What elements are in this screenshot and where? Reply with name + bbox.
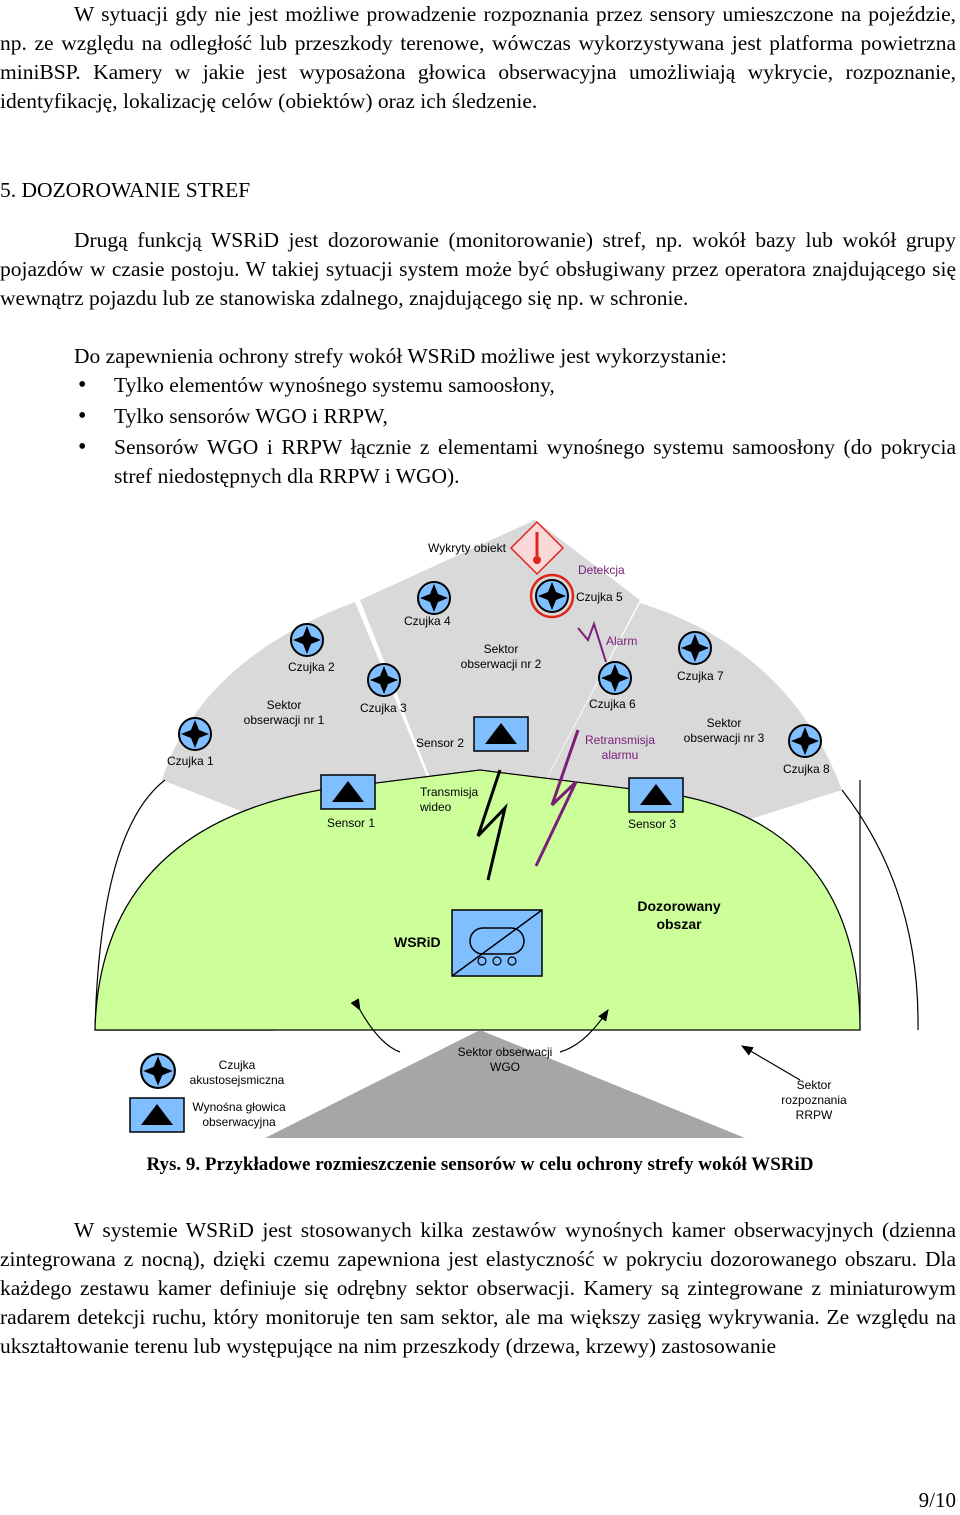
- vehicle-icon: [451, 909, 543, 977]
- czujka-2-icon: [290, 623, 324, 657]
- paragraph-minibsp: W sytuacji gdy nie jest możliwe prowadze…: [0, 2, 956, 113]
- detection-ring: [529, 573, 575, 619]
- video-transmission-bolt: [476, 769, 508, 881]
- label-sektor-1a: Sektor: [267, 698, 302, 712]
- label-wgo-1: Sektor obserwacji: [458, 1045, 553, 1059]
- section-heading: 5. DOZOROWANIE STREF: [0, 178, 251, 202]
- page-number: 9/10: [918, 1488, 956, 1512]
- czujka-5-icon: [535, 579, 569, 613]
- label-czujka-8: Czujka 8: [783, 762, 830, 776]
- label-retransmisja-2: alarmu: [602, 748, 639, 762]
- czujka-6-icon: [598, 661, 632, 695]
- label-sensor-2: Sensor 2: [416, 736, 464, 750]
- legend-czujka-label-1: Czujka: [219, 1058, 256, 1072]
- label-transmisja-2: wideo: [419, 800, 452, 814]
- label-czujka-7: Czujka 7: [677, 669, 724, 683]
- label-detekcja: Detekcja: [578, 563, 625, 577]
- legend-czujka-label-2: akustosejsmiczna: [190, 1073, 285, 1087]
- paragraph-ochrona: Do zapewnienia ochrony strefy wokół WSRi…: [74, 344, 727, 368]
- sensor-1-icon: [320, 774, 376, 810]
- label-alarm: Alarm: [606, 634, 637, 648]
- alarm-retransmission-bolt: [534, 729, 580, 867]
- label-wgo-2: WGO: [490, 1060, 520, 1074]
- label-rrpw-1: Sektor: [797, 1078, 832, 1092]
- list-item: Sensorów WGO i RRPW łącznie z elementami…: [0, 433, 956, 491]
- label-sensor-1: Sensor 1: [327, 816, 375, 830]
- paragraph-dozorowanie: Drugą funkcją WSRiD jest dozorowanie (mo…: [0, 228, 956, 310]
- legend-glowica-icon: [129, 1097, 185, 1133]
- label-retransmisja-1: Retransmisja: [585, 733, 655, 747]
- czujka-8-icon: [788, 724, 822, 758]
- sector-2-shape: [360, 520, 640, 905]
- czujka-4-icon: [417, 581, 451, 615]
- czujka-1-icon: [178, 717, 212, 751]
- label-sektor-2b: obserwacji nr 2: [461, 657, 542, 671]
- wgo-sector-shape: [265, 1030, 745, 1138]
- label-czujka-4: Czujka 4: [404, 614, 451, 628]
- label-transmisja-1: Transmisja: [420, 785, 479, 799]
- alarm-bolt: [577, 620, 607, 663]
- label-czujka-2: Czujka 2: [288, 660, 335, 674]
- label-sensor-3: Sensor 3: [628, 817, 676, 831]
- label-sektor-1b: obserwacji nr 1: [244, 713, 325, 727]
- sensor-2-icon: [473, 716, 529, 752]
- label-czujka-5: Czujka 5: [576, 590, 623, 604]
- list-item: Tylko sensorów WGO i RRPW,: [0, 402, 956, 431]
- label-rrpw-2: rozpoznania: [781, 1093, 847, 1107]
- czujka-7-icon: [678, 631, 712, 665]
- options-list: Tylko elementów wynośnego systemu samoos…: [0, 371, 956, 493]
- label-dozorowany-2: obszar: [656, 916, 702, 932]
- sensor-layout-diagram: Wykryty obiekt Detekcja Czujka 5 Czujka …: [94, 520, 919, 1138]
- czujka-3-icon: [367, 663, 401, 697]
- legend-glowica-label-1: Wynośna głowica: [192, 1100, 286, 1114]
- legend-glowica-label-2: obserwacyjna: [202, 1115, 276, 1129]
- paragraph-kamery: W systemie WSRiD jest stosowanych kilka …: [0, 1218, 956, 1358]
- label-czujka-3: Czujka 3: [360, 701, 407, 715]
- figure-caption: Rys. 9. Przykładowe rozmieszczenie senso…: [146, 1154, 814, 1175]
- label-wsrid: WSRiD: [394, 934, 441, 950]
- label-rrpw-3: RRPW: [796, 1108, 833, 1122]
- label-czujka-1: Czujka 1: [167, 754, 214, 768]
- label-sektor-2a: Sektor: [484, 642, 519, 656]
- label-czujka-6: Czujka 6: [589, 697, 636, 711]
- label-sektor-3b: obserwacji nr 3: [684, 731, 765, 745]
- legend-czujka-icon: [140, 1053, 176, 1089]
- list-item: Tylko elementów wynośnego systemu samoos…: [0, 371, 956, 400]
- label-sektor-3a: Sektor: [707, 716, 742, 730]
- sensor-3-icon: [628, 777, 684, 813]
- label-dozorowany-1: Dozorowany: [637, 898, 720, 914]
- rrpw-arc-left: [94, 779, 166, 1031]
- label-wykryty-obiekt: Wykryty obiekt: [428, 541, 507, 555]
